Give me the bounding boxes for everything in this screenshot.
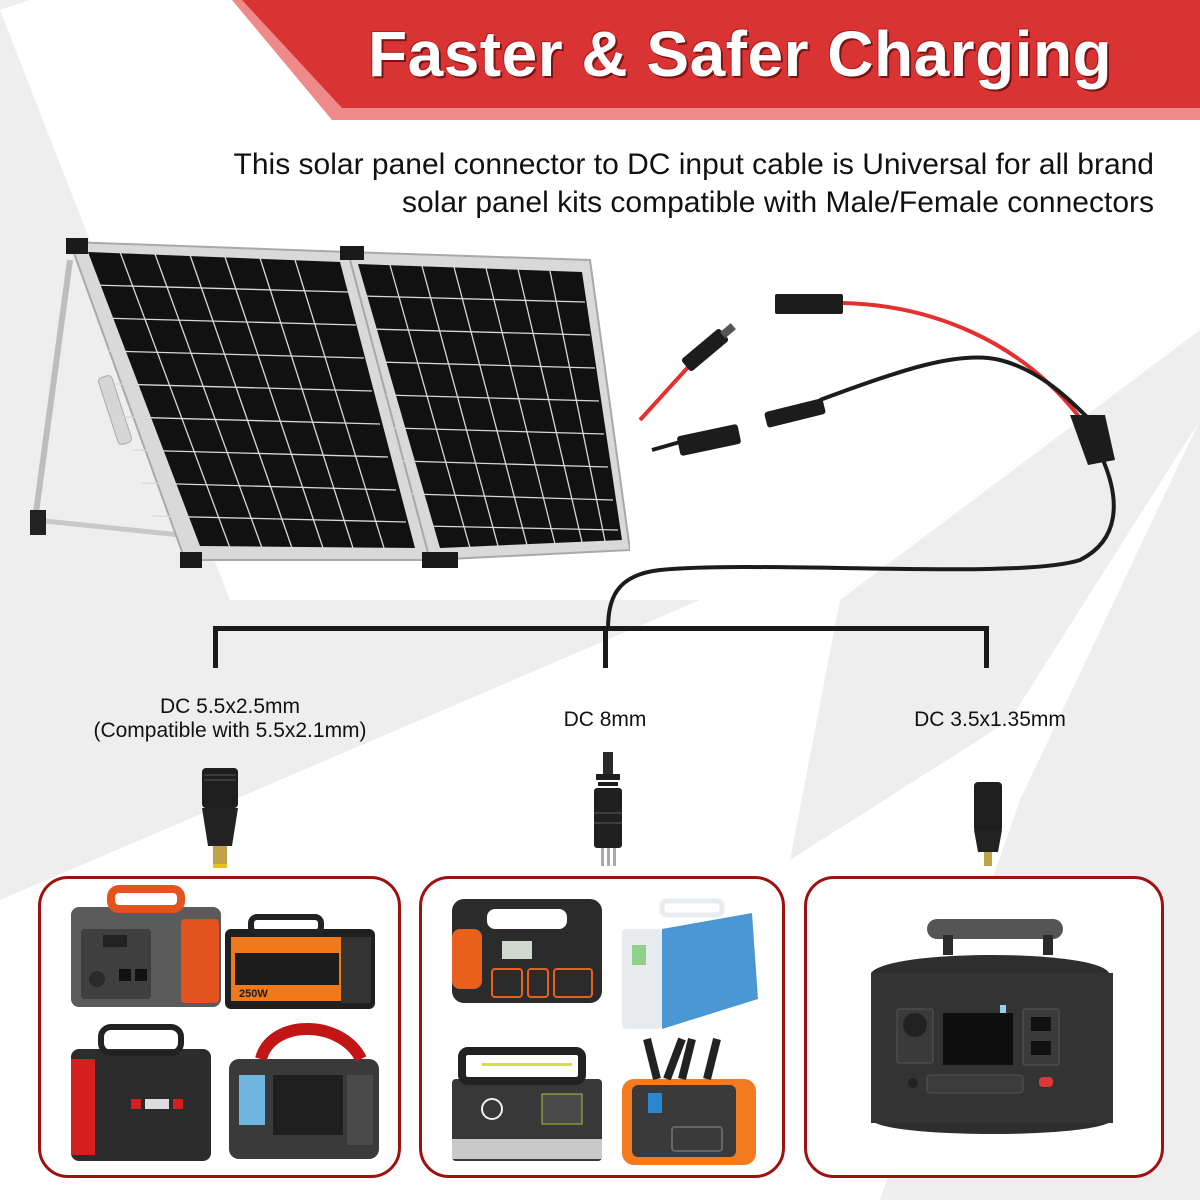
- device-group-8mm: [419, 876, 785, 1178]
- blue-power-station-image: [622, 898, 758, 1029]
- connector-label-3-5x1-35: DC 3.5x1.35mm: [914, 708, 1066, 731]
- orange-v-handle-power-station-image: [622, 1037, 756, 1165]
- device-grid: [452, 898, 758, 1165]
- black-orange-power-station-image: [452, 899, 602, 1003]
- red-handle-power-station-image: [229, 1023, 379, 1159]
- dc-barrel-plug-icon: [202, 768, 238, 868]
- dc-8mm-plug-icon: [594, 752, 622, 866]
- orange-power-station-image: 250W: [225, 914, 375, 1009]
- device-group-5-5x2-5: 250W: [38, 876, 401, 1178]
- svg-text:250W: 250W: [239, 988, 268, 1000]
- header-banner: [232, 0, 1200, 120]
- gray-orange-power-station-image: [71, 885, 221, 1007]
- device-grid: 250W: [71, 885, 379, 1161]
- dc-barrel-plug-small-icon: [974, 782, 1002, 866]
- connector-label-line-1: DC 5.5x2.5mm: [159, 695, 301, 718]
- description-line-2: solar panel kits compatible with Male/Fe…: [401, 186, 1154, 219]
- description: This solar panel connector to DC input c…: [234, 146, 1154, 222]
- connector-label-5-5x2-5: DC 5.5x2.5mm (Compatible with 5.5x2.1mm): [60, 695, 400, 743]
- page-title: Faster & Safer Charging: [368, 18, 1113, 90]
- solar-panel-image: [30, 238, 630, 568]
- handled-gray-power-station-image: [452, 1047, 602, 1161]
- device-group-3-5x1-35: [804, 876, 1164, 1178]
- mc4-y-cable-image: [606, 294, 1116, 630]
- black-red-power-station-image: [71, 1024, 211, 1161]
- connector-label-8mm: DC 8mm: [563, 708, 647, 731]
- black-large-power-station-image: [871, 919, 1113, 1134]
- description-line-1: This solar panel connector to DC input c…: [233, 148, 1154, 181]
- connector-label-line-2: (Compatible with 5.5x2.1mm): [93, 719, 367, 742]
- connector-bracket: [213, 626, 989, 668]
